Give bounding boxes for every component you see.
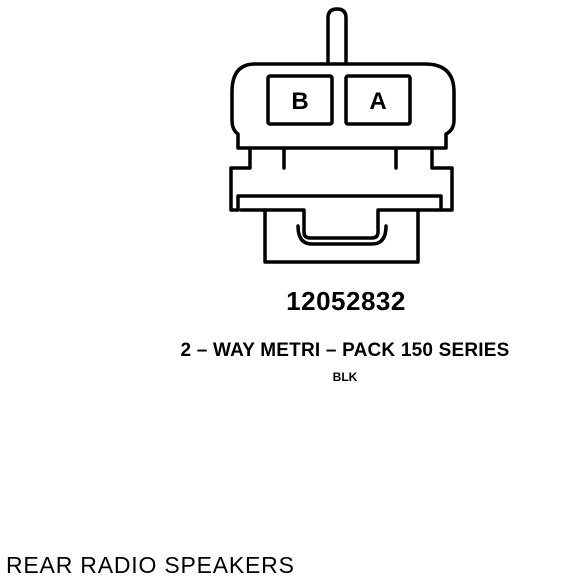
diagram-caption: REAR RADIO SPEAKERS xyxy=(6,552,295,578)
connector-description: 2 – WAY METRI – PACK 150 SERIES xyxy=(180,340,510,361)
cavity-window-b xyxy=(266,74,334,126)
connector-housing xyxy=(229,62,456,212)
housing-center-post xyxy=(282,146,398,170)
cavity-label-a: A xyxy=(369,88,386,115)
cavity-window-a xyxy=(344,74,412,126)
connector-latch-tab xyxy=(326,7,348,66)
lower-lock-slot xyxy=(296,224,388,246)
cavity-label-b: B xyxy=(291,88,308,115)
connector-color-code: BLK xyxy=(332,370,358,384)
part-number: 12052832 xyxy=(286,286,406,316)
connector-lower-lock xyxy=(263,208,420,264)
